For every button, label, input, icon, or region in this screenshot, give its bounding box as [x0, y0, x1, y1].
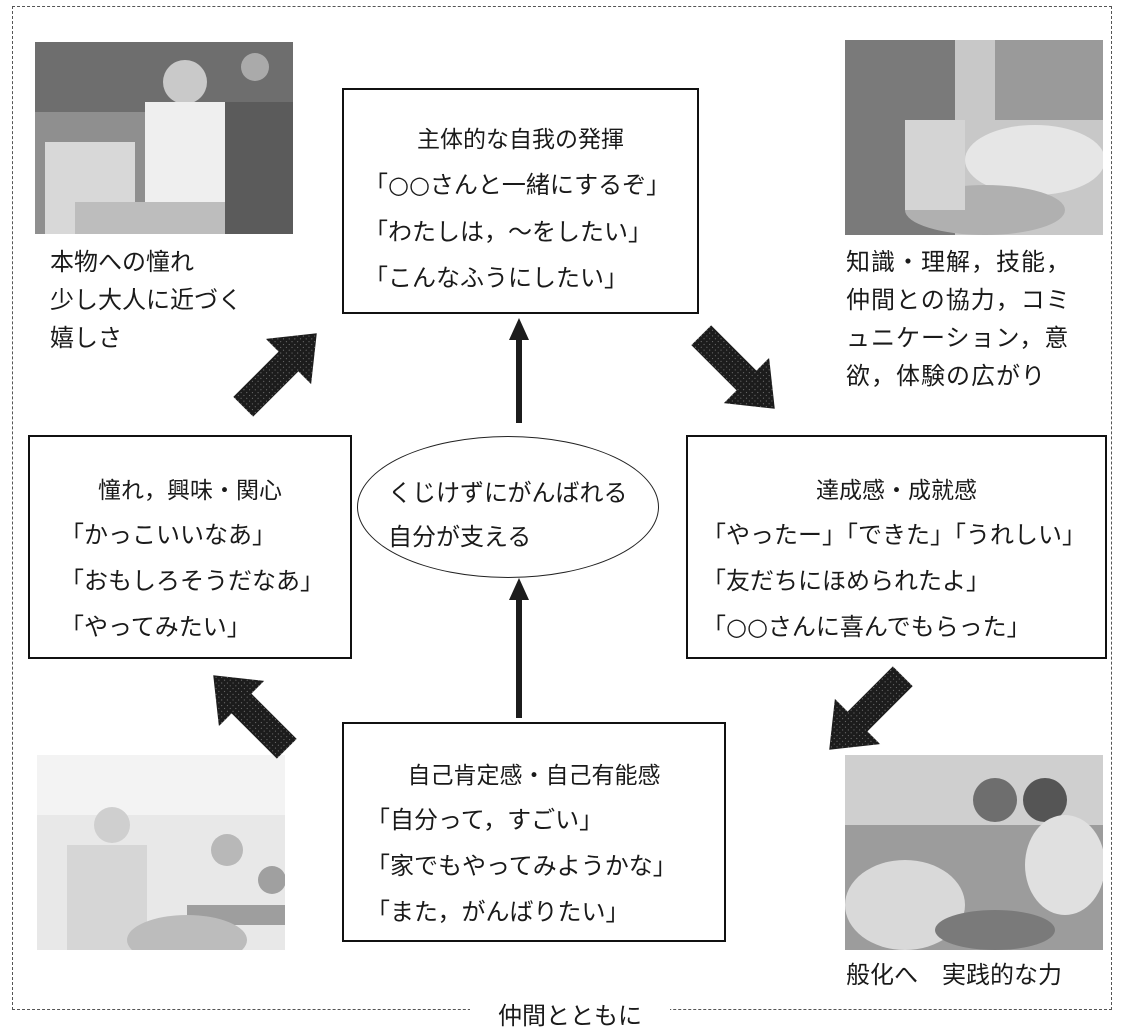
caption-line: 少し大人に近づく [50, 286, 242, 314]
caption-line: 般化へ 実践的な力 [846, 961, 1062, 989]
caption-bottom-right: 般化へ 実践的な力 [846, 956, 1062, 994]
box-bottom: 自己肯定感・自己有能感 「自分って，すごい」 「家でもやってみようかな」 「また… [342, 722, 726, 942]
box-line: 「おもしろそうだなあ」 [60, 567, 324, 595]
box-line: 「○○さんと一緒にするぞ」 [364, 171, 671, 199]
block-arrow-bottom-to-left [213, 675, 297, 759]
center-line: くじけずにがんばれる [388, 479, 628, 507]
box-line: 「わたしは，～をしたい」 [364, 218, 652, 246]
box-right: 達成感・成就感 「やったー」「できた」「うれしい」 「友だちにほめられたよ」 「… [686, 435, 1107, 659]
footer-label: 仲間とともに [470, 1004, 670, 1028]
caption-line: ュニケーション，意 [846, 324, 1070, 352]
caption-top-right: 知識・理解，技能， 仲間との協力，コミ ュニケーション，意 欲，体験の広がり [846, 243, 1071, 395]
photo-hands-top-right [845, 40, 1103, 235]
box-title: 自己肯定感・自己有能感 [407, 763, 661, 789]
photo-cook-top-left [35, 42, 293, 234]
box-title: 憧れ，興味・関心 [98, 478, 282, 504]
box-title: 達成感・成就感 [816, 478, 977, 504]
photo-children-bottom-left [37, 755, 285, 950]
box-line: 「家でもやってみようかな」 [366, 852, 677, 880]
box-line: 「また，がんばりたい」 [366, 898, 630, 926]
caption-line: 欲，体験の広がり [846, 362, 1046, 390]
arrow-center-up [509, 318, 529, 423]
center-line: 自分が支える [388, 523, 532, 551]
block-arrow-top-to-right [691, 325, 775, 409]
caption-line: 知識・理解，技能， [846, 248, 1071, 276]
box-line: 「○○さんに喜んでもらった」 [702, 613, 1031, 641]
box-line: 「こんなふうにしたい」 [364, 264, 628, 292]
caption-line: 嬉しさ [50, 324, 122, 352]
box-top: 主体的な自我の発揮 「○○さんと一緒にするぞ」 「わたしは，～をしたい」 「こん… [342, 88, 699, 314]
caption-line: 本物への憧れ [50, 248, 194, 276]
box-line: 「やってみたい」 [60, 613, 251, 641]
photo-group-bottom-right [845, 755, 1103, 950]
block-arrow-right-to-bottom [829, 666, 913, 750]
center-ellipse: くじけずにがんばれる 自分が支える [357, 436, 659, 578]
box-line: 「自分って，すごい」 [366, 806, 604, 834]
box-line: 「やったー」「できた」「うれしい」 [702, 521, 1086, 549]
box-left: 憧れ，興味・関心 「かっこいいなあ」 「おもしろそうだなあ」 「やってみたい」 [28, 435, 352, 659]
arrow-bottom-up [509, 578, 529, 718]
block-arrow-left-to-top [233, 333, 317, 417]
box-line: 「かっこいいなあ」 [60, 521, 276, 549]
caption-line: 仲間との協力，コミ [846, 286, 1071, 314]
box-line: 「友だちにほめられたよ」 [702, 567, 990, 595]
caption-top-left: 本物への憧れ 少し大人に近づく 嬉しさ [50, 243, 242, 357]
box-title: 主体的な自我の発揮 [417, 127, 624, 153]
